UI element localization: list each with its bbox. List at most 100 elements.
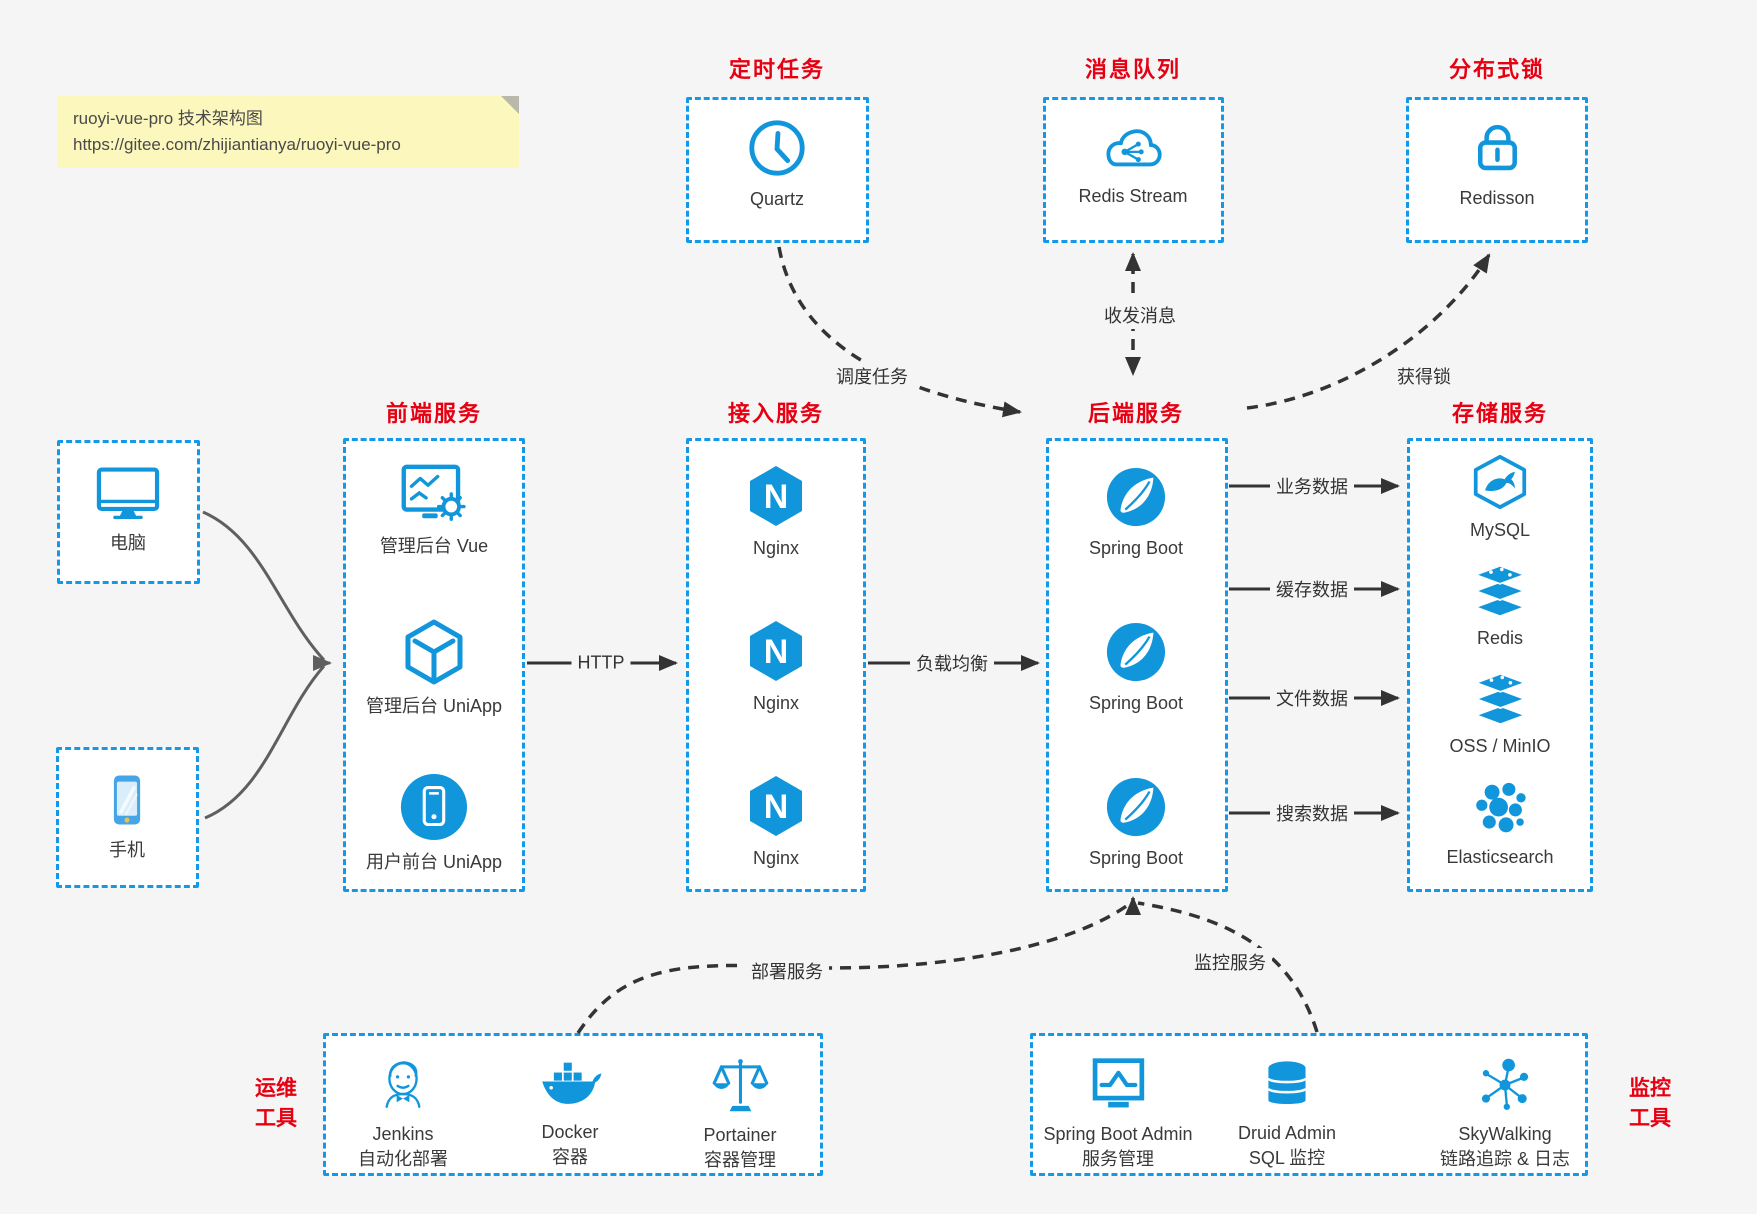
node-portainer: Portainer 容器管理 [703, 1055, 777, 1173]
svg-text:N: N [764, 633, 789, 671]
node-elasticsearch: Elasticsearch [1446, 781, 1554, 870]
node-label: Elasticsearch [1446, 847, 1554, 867]
node-redisson: Redisson [1459, 118, 1535, 211]
node-admin-uniapp: 管理后台 UniApp [366, 618, 502, 719]
note-url: https://gitee.com/zhijiantianya/ruoyi-vu… [73, 135, 401, 154]
group-title-backend: 后端服务 [1087, 401, 1185, 426]
group-title-gateway: 接入服务 [727, 401, 825, 426]
nginx-icon: N [750, 466, 802, 526]
portainer-icon [712, 1059, 768, 1112]
node-nginx-3: N Nginx [747, 774, 805, 871]
edge-label-file-data: 文件数据 [1270, 684, 1354, 712]
nginx-icon: N [750, 776, 802, 836]
redis-icon [1473, 564, 1527, 618]
node-pc: 电脑 [94, 463, 162, 556]
smartphone-icon [113, 775, 141, 825]
node-desc: 自动化部署 [358, 1149, 448, 1169]
node-druid-admin: Druid Admin SQL 监控 [1238, 1057, 1336, 1171]
node-admin-vue: 管理后台 Vue [380, 462, 488, 559]
node-label: Spring Boot [1088, 693, 1184, 713]
node-docker: Docker 容器 [537, 1060, 603, 1170]
node-label: 管理后台 UniApp [365, 696, 503, 716]
node-label: MySQL [1469, 520, 1531, 540]
node-label: 手机 [109, 840, 145, 860]
elasticsearch-icon [1475, 782, 1526, 833]
node-label: 用户前台 UniApp [365, 852, 503, 872]
node-label: Spring Boot [1088, 538, 1184, 558]
mobile-app-icon [400, 773, 468, 841]
oss-icon [1473, 672, 1527, 726]
nginx-icon: N [750, 621, 802, 681]
sticky-note: ruoyi-vue-pro 技术架构图 https://gitee.com/zh… [57, 96, 519, 168]
node-quartz: Quartz [746, 117, 808, 212]
group-title-ops-tools: 运维 工具 [255, 1074, 297, 1134]
node-spring-boot-2: Spring Boot [1089, 621, 1183, 716]
desktop-icon [96, 467, 160, 520]
node-nginx-1: N Nginx [747, 464, 805, 561]
node-label: SkyWalking [1458, 1124, 1552, 1144]
group-title-message-queue: 消息队列 [1084, 57, 1182, 82]
edge-label-business-data: 业务数据 [1270, 472, 1354, 500]
svg-text:N: N [764, 788, 789, 826]
node-mysql: MySQL [1470, 454, 1530, 543]
clock-icon [749, 120, 805, 176]
node-label: 管理后台 Vue [379, 536, 489, 556]
edge-label-monitor: 监控服务 [1188, 948, 1272, 976]
edge-label-send-receive: 收发消息 [1098, 301, 1182, 329]
cloud-stream-icon [1105, 129, 1162, 167]
node-spring-boot-3: Spring Boot [1089, 776, 1183, 871]
svg-text:N: N [764, 478, 789, 516]
edge-label-deploy: 部署服务 [745, 957, 829, 985]
node-jenkins: Jenkins 自动化部署 [358, 1056, 448, 1172]
group-title-frontend: 前端服务 [385, 401, 483, 426]
node-skywalking: SkyWalking 链路追踪 & 日志 [1440, 1056, 1570, 1172]
spring-boot-admin-icon [1092, 1058, 1144, 1108]
note-title: ruoyi-vue-pro 技术架构图 [73, 109, 263, 128]
monitoring-title-line2: 工具 [1629, 1107, 1671, 1130]
spring-boot-icon [1106, 777, 1166, 837]
node-label: Spring Boot Admin [1043, 1124, 1193, 1144]
ops-title-line2: 工具 [255, 1107, 297, 1130]
node-redis: Redis [1471, 564, 1529, 651]
edge-label-schedule: 调度任务 [830, 362, 914, 390]
group-title-distributed-lock: 分布式锁 [1448, 57, 1546, 82]
group-box-message-queue [1043, 97, 1224, 243]
node-label: Portainer [703, 1125, 777, 1145]
docker-icon [542, 1062, 602, 1104]
group-box-storage [1407, 438, 1593, 892]
node-label: Redis [1476, 628, 1524, 648]
node-label: Redisson [1459, 188, 1535, 208]
note-fold-corner-icon [501, 96, 519, 114]
node-user-uniapp: 用户前台 UniApp [366, 772, 502, 875]
node-label: Jenkins [372, 1124, 434, 1144]
node-label: Redis Stream [1078, 186, 1188, 206]
edge-label-cache-data: 缓存数据 [1270, 575, 1354, 603]
node-mobile: 手机 [99, 770, 155, 863]
node-desc: 容器管理 [703, 1150, 776, 1170]
edge-label-load-balance: 负载均衡 [910, 649, 994, 677]
node-redis-stream: Redis Stream [1078, 120, 1188, 209]
cube-icon [405, 619, 463, 685]
edge-label-search-data: 搜索数据 [1270, 799, 1354, 827]
node-label: Quartz [749, 189, 805, 209]
node-label: Docker [541, 1122, 599, 1142]
node-label: Nginx [752, 693, 800, 713]
group-title-scheduled-task: 定时任务 [728, 57, 826, 82]
skywalking-icon [1481, 1058, 1529, 1110]
jenkins-icon [385, 1061, 421, 1108]
node-desc: SQL 监控 [1248, 1148, 1326, 1168]
spring-boot-icon [1106, 622, 1166, 682]
edge-label-http: HTTP [571, 651, 631, 675]
node-label: Nginx [752, 848, 800, 868]
node-desc: 链路追踪 & 日志 [1439, 1149, 1571, 1169]
node-desc: 容器 [552, 1147, 588, 1167]
node-label: Druid Admin [1237, 1123, 1337, 1143]
ops-title-line1: 运维 [255, 1077, 297, 1100]
monitoring-title-line1: 监控 [1629, 1077, 1671, 1100]
mysql-icon [1473, 454, 1527, 510]
monitor-gear-icon [401, 464, 466, 521]
spring-boot-icon [1106, 467, 1166, 527]
node-spring-boot-1: Spring Boot [1089, 466, 1183, 561]
node-nginx-2: N Nginx [747, 619, 805, 716]
